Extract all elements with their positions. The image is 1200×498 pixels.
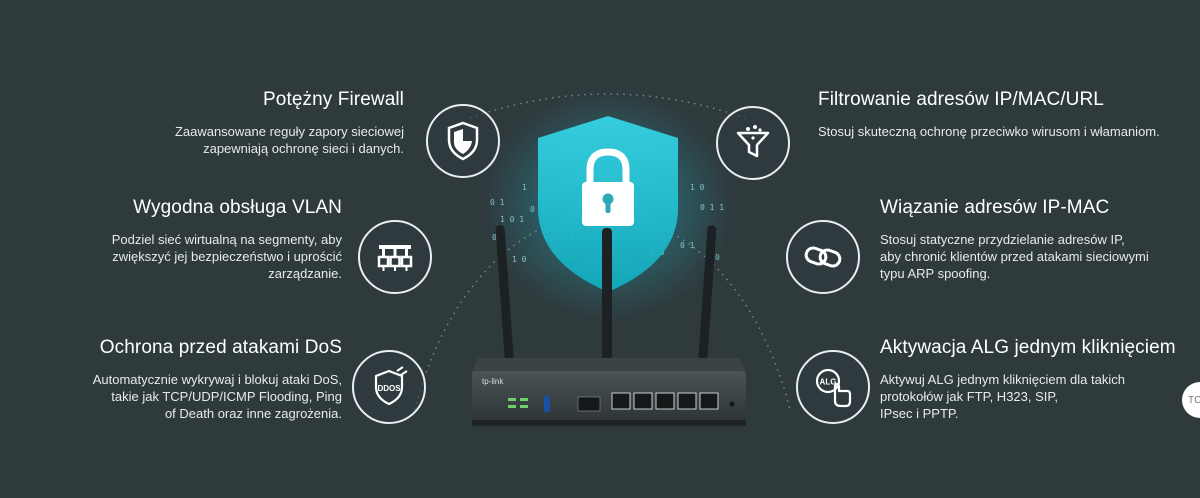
alg-icon-label: ALG bbox=[820, 378, 837, 387]
feature-title: Aktywacja ALG jednym kliknięciem bbox=[880, 337, 1176, 358]
router-brand-logo: tp-link bbox=[482, 377, 504, 386]
feature-description: Zaawansowane reguły zapory sieciowej zap… bbox=[100, 123, 404, 157]
svg-text:0: 0 bbox=[715, 253, 720, 262]
svg-text:1 0: 1 0 bbox=[512, 255, 527, 264]
desc-line: IPsec i PPTP. bbox=[880, 405, 959, 421]
feature-title: Wygodna obsługa VLAN bbox=[133, 197, 342, 218]
svg-text:1 0: 1 0 bbox=[690, 183, 705, 192]
feature-ip-mac-binding: Wiązanie adresów IP-MAC Stosuj statyczne… bbox=[880, 197, 1180, 282]
svg-text:0: 0 bbox=[492, 233, 497, 242]
feature-description: Stosuj skuteczną ochronę przeciwko wirus… bbox=[818, 123, 1188, 140]
desc-line: zapewniają ochronę sieci i danych. bbox=[203, 140, 404, 156]
feature-description: Aktywuj ALG jednym kliknięciem dla takic… bbox=[880, 371, 1180, 422]
feature-title: Wiązanie adresów IP-MAC bbox=[880, 197, 1110, 218]
alg-click-icon: ALG bbox=[796, 350, 870, 424]
feature-description: Podziel sieć wirtualną na segmenty, aby … bbox=[60, 231, 342, 282]
desc-line: Podziel sieć wirtualną na segmenty, aby bbox=[111, 231, 342, 247]
feature-dos-protection: Ochrona przed atakami DoS Automatycznie … bbox=[60, 337, 342, 422]
svg-text:0 1: 0 1 bbox=[530, 205, 545, 214]
feature-vlan: Wygodna obsługa VLAN Podziel sieć wirtua… bbox=[60, 197, 342, 282]
desc-line: typu ARP spoofing. bbox=[880, 265, 991, 281]
filter-icon bbox=[716, 106, 790, 180]
desc-line: Stosuj skuteczną ochronę przeciwko wirus… bbox=[818, 123, 1160, 139]
link-icon bbox=[786, 220, 860, 294]
desc-line: Stosuj statyczne przydzielanie adresów I… bbox=[880, 231, 1125, 247]
feature-title: Potężny Firewall bbox=[263, 89, 404, 110]
ddos-icon-label: DDOS bbox=[377, 384, 401, 393]
desc-line: of Death oraz inne zagrożenia. bbox=[164, 405, 342, 421]
svg-text:0 1: 0 1 bbox=[680, 241, 695, 250]
svg-text:0 1: 0 1 bbox=[490, 198, 505, 207]
desc-line: zarządzanie. bbox=[268, 265, 342, 281]
feature-alg-activation: Aktywacja ALG jednym kliknięciem Aktywuj… bbox=[880, 337, 1180, 422]
ddos-icon: DDOS bbox=[352, 350, 426, 424]
desc-line: takie jak TCP/UDP/ICMP Flooding, Ping bbox=[111, 388, 342, 404]
desc-line: protokołów jak FTP, H323, SIP, bbox=[880, 388, 1059, 404]
scroll-hint-label: TC bbox=[1188, 394, 1200, 406]
feature-title: Filtrowanie adresów IP/MAC/URL bbox=[818, 89, 1104, 110]
feature-ip-mac-url-filtering: Filtrowanie adresów IP/MAC/URL Stosuj sk… bbox=[818, 89, 1188, 140]
shield-icon bbox=[426, 104, 500, 178]
scroll-to-top-button[interactable]: TC bbox=[1182, 382, 1200, 418]
router-antennas bbox=[495, 225, 717, 360]
svg-text:1 0 1: 1 0 1 bbox=[500, 215, 524, 224]
feature-title: Ochrona przed atakami DoS bbox=[99, 337, 342, 358]
desc-line: zwiększyć jej bezpieczeństwo i uprościć bbox=[112, 248, 342, 264]
feature-description: Stosuj statyczne przydzielanie adresów I… bbox=[880, 231, 1180, 282]
svg-text:1: 1 bbox=[522, 183, 527, 192]
feature-firewall: Potężny Firewall Zaawansowane reguły zap… bbox=[100, 89, 404, 157]
svg-text:0 1 1: 0 1 1 bbox=[700, 203, 724, 212]
desc-line: Aktywuj ALG jednym kliknięciem dla takic… bbox=[880, 371, 1125, 387]
lock-icon bbox=[582, 148, 634, 226]
feature-description: Automatycznie wykrywaj i blokuj ataki Do… bbox=[60, 371, 342, 422]
desc-line: Zaawansowane reguły zapory sieciowej bbox=[174, 123, 404, 139]
network-vlan-icon bbox=[358, 220, 432, 294]
desc-line: aby chronić klientów przed atakami sieci… bbox=[880, 248, 1149, 264]
desc-line: Automatycznie wykrywaj i blokuj ataki Do… bbox=[92, 371, 342, 387]
router-device: tp-link bbox=[472, 358, 746, 426]
